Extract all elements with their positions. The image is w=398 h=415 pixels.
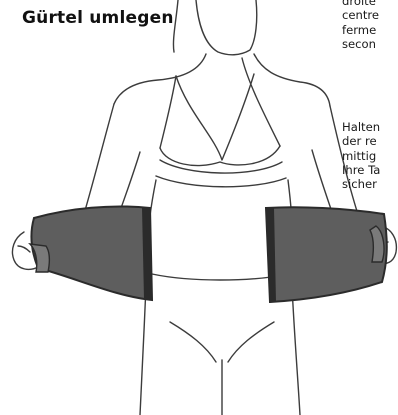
section-heading: Gürtel umlegen (22, 8, 174, 28)
bra-neckline (176, 74, 254, 160)
groin-left (170, 322, 216, 362)
text-line: Halten (342, 120, 380, 134)
text-line: sicher (342, 177, 380, 191)
left-shoulder (114, 54, 206, 104)
text-line: secon (342, 37, 379, 51)
belt-left-closure (30, 244, 49, 272)
text-line: Ihre Ta (342, 163, 380, 177)
bra-right-strap (242, 58, 280, 146)
text-line: der re (342, 134, 380, 148)
hair-outline (196, 0, 257, 55)
text-line: mittig (342, 149, 380, 163)
groin-right (228, 322, 274, 362)
hair-outline (173, 0, 178, 52)
right-shoulder (254, 54, 330, 106)
french-instruction-text: droite centre ferme secon (342, 0, 379, 51)
german-instruction-text: Halten der re mittig Ihre Ta sicher (342, 120, 380, 191)
right-hip (292, 286, 300, 415)
text-line: centre (342, 8, 379, 22)
belt-right-panel (266, 207, 387, 302)
text-line: droite (342, 0, 379, 8)
left-hip (140, 286, 146, 415)
bra-left-strap (160, 76, 176, 148)
bra-band (156, 176, 286, 187)
text-line: ferme (342, 23, 379, 37)
left-hand (18, 246, 30, 252)
